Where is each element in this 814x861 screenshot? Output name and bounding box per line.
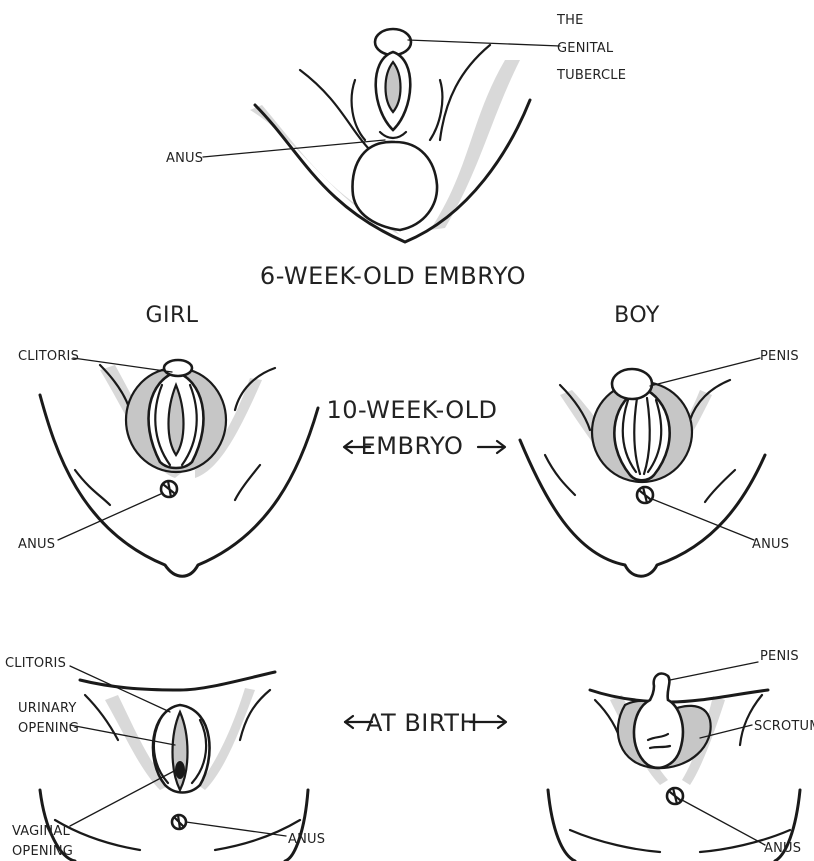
at-birth-title: AT BIRTH <box>366 709 478 737</box>
birth-urinary-line-2: OPENING <box>18 721 79 736</box>
ten-week-title-line-1: 10-WEEK-OLD <box>326 396 497 424</box>
boy10-anus-label: ANUS <box>752 537 789 552</box>
six-week-embryo-figure <box>250 29 530 242</box>
birth-urinary-line-1: URINARY <box>18 701 77 716</box>
girl10-anus-leader <box>58 493 163 540</box>
genital-tubercle-line-3: TUBERCLE <box>556 68 626 83</box>
six-week-title: 6-WEEK-OLD EMBRYO <box>260 262 526 290</box>
girl-heading: GIRL <box>145 303 198 328</box>
birth-scrotum-label: SCROTUM <box>754 719 814 734</box>
boy10-anus-leader <box>652 499 754 540</box>
birth-boy-figure <box>548 674 800 861</box>
tubercle-leader-line <box>408 40 560 46</box>
girl10-clitoris-leader <box>73 358 172 372</box>
birth-boy-anus-leader <box>682 800 765 845</box>
ten-week-title-line-2: EMBRYO <box>361 432 464 460</box>
boy-heading: BOY <box>614 303 660 328</box>
birth-vaginal-leader <box>70 770 176 826</box>
birth-girl-anus-leader <box>186 822 286 836</box>
birth-penis-leader <box>670 662 758 680</box>
birth-vaginal-label: VAGINAL OPENING <box>12 824 74 859</box>
birth-vaginal-line-1: VAGINAL <box>12 824 70 839</box>
birth-urinary-label: URINARY OPENING <box>18 701 81 736</box>
birth-clitoris-label: CLITORIS <box>5 656 66 671</box>
boy10-penis-leader <box>650 358 760 386</box>
top-anus-label: ANUS <box>166 151 203 166</box>
birth-penis-label: PENIS <box>760 649 799 664</box>
ten-week-girl-figure <box>40 360 318 576</box>
genital-tubercle-line-1: THE <box>556 13 584 28</box>
birth-boy-anus-label: ANUS <box>764 841 801 856</box>
ten-week-boy-figure <box>520 369 765 576</box>
genital-tubercle-line-2: GENITAL <box>557 41 614 56</box>
birth-vaginal-line-2: OPENING <box>12 844 73 859</box>
boy10-penis-label: PENIS <box>760 349 799 364</box>
girl10-clitoris-label: CLITORIS <box>18 349 79 364</box>
birth-girl-anus-label: ANUS <box>288 832 325 847</box>
genital-tubercle-label: THE GENITAL TUBERCLE <box>556 13 626 83</box>
top-anus-leader-line <box>203 140 385 157</box>
girl10-anus-label: ANUS <box>18 537 55 552</box>
ten-week-right-arrow-icon <box>478 441 505 453</box>
